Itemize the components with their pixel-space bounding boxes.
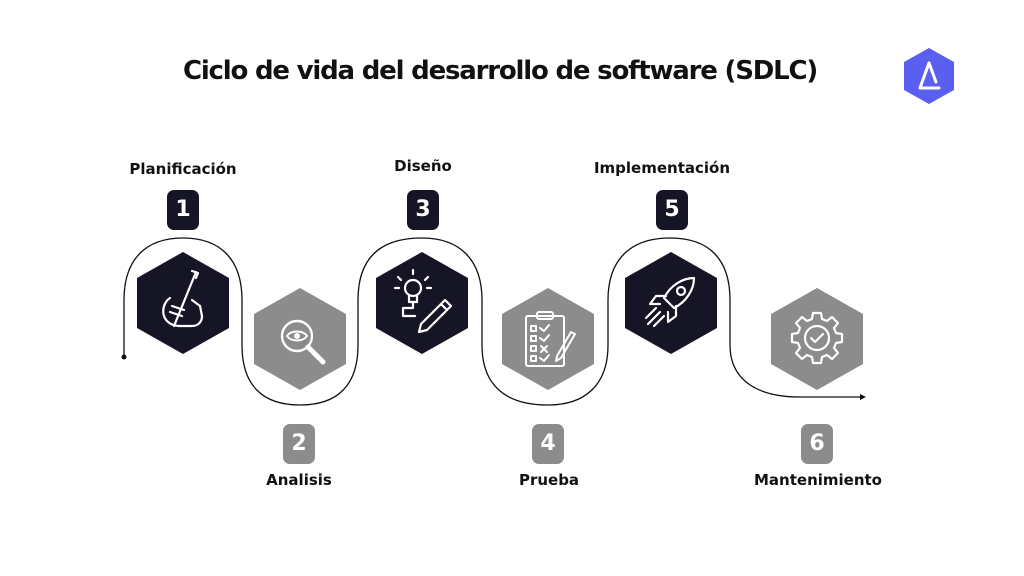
step-6-hexagon: [768, 286, 866, 392]
hand-pencil-icon: [162, 269, 204, 328]
step-4-hexagon: [499, 286, 597, 392]
rocket-icon: [644, 276, 696, 328]
step-3-hexagon: [373, 250, 471, 356]
step-2-label: Analisis: [266, 471, 332, 489]
step-3-number: 3: [407, 190, 439, 230]
step-2-number: 2: [283, 424, 315, 464]
delta-logo-icon: [903, 47, 955, 105]
step-2-hexagon: [251, 286, 349, 392]
step-4-label: Prueba: [518, 471, 580, 489]
step-4-number: 4: [532, 424, 564, 464]
step-3-label: Diseño: [394, 157, 452, 175]
step-6-label: Mantenimiento: [754, 471, 882, 489]
step-5-hexagon: [622, 250, 720, 356]
step-6-number: 6: [801, 424, 833, 464]
step-1-number: 1: [167, 190, 199, 230]
step-5-label: Implementación: [593, 159, 731, 177]
magnifier-eye-icon: [280, 319, 326, 365]
gear-check-icon: [790, 311, 844, 365]
lightbulb-pencil-icon: [393, 268, 453, 334]
step-5-number: 5: [656, 190, 688, 230]
page-title: Ciclo de vida del desarrollo de software…: [182, 56, 818, 86]
clipboard-checklist-icon: [525, 311, 576, 367]
step-1-label: Planificación: [129, 160, 237, 178]
step-1-hexagon: [134, 250, 232, 356]
